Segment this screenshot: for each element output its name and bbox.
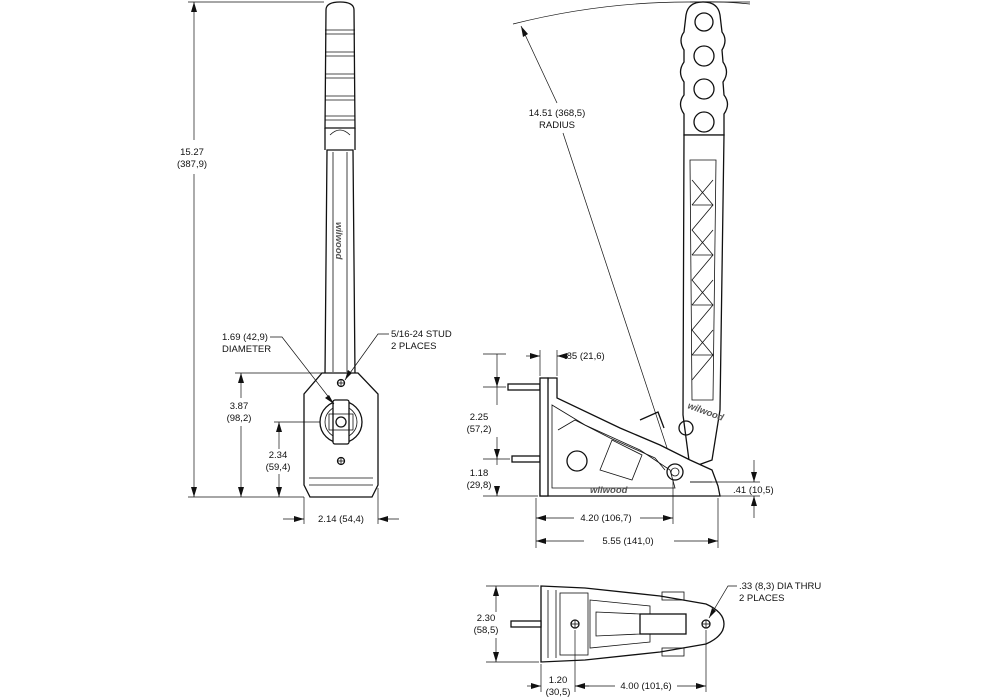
diameter-value: 1.69 (42,9) xyxy=(222,332,268,343)
side-pivot xyxy=(666,463,684,481)
top-stud xyxy=(510,620,542,628)
grip-hole-4 xyxy=(693,111,715,133)
front-shaft xyxy=(324,149,356,376)
side-stud-upper xyxy=(507,383,541,391)
grip-hole-2 xyxy=(693,45,715,67)
base-width-label: 2.14 (54,4) xyxy=(318,514,364,525)
base-length-label: 5.55 (141,0) xyxy=(602,536,653,547)
front-stud-hole-top xyxy=(336,378,346,388)
top-base-body xyxy=(540,585,725,663)
radius-label: RADIUS xyxy=(539,120,575,131)
stud-label: 2 PLACES xyxy=(391,341,436,352)
side-handle-grip xyxy=(679,1,729,136)
grip-hole-1 xyxy=(694,12,714,32)
top-width-metric: (58,5) xyxy=(474,625,499,636)
hole-dia-value: .33 (8,3) DIA THRU xyxy=(739,581,821,592)
front-wilwood-logo: wilwood xyxy=(333,222,344,260)
side-base-hole xyxy=(566,450,588,472)
radius-arc xyxy=(512,1,750,25)
pivot-height-metric: (59,4) xyxy=(266,462,291,473)
pivot-height-imperial: 2.34 xyxy=(269,450,288,461)
front-pivot-bolt xyxy=(335,416,347,428)
pivot-distance-label: 4.20 (106,7) xyxy=(580,513,631,524)
hole-dia-label: 2 PLACES xyxy=(739,593,784,604)
overall-height-imperial: 15.27 xyxy=(180,147,204,158)
stud-height-imperial: 1.18 xyxy=(470,468,489,479)
side-view: 14.51 (368,5) RADIUS wilwood wilwood xyxy=(467,1,774,548)
stud-spacing-metric: (57,2) xyxy=(467,424,492,435)
stud-value: 5/16-24 STUD xyxy=(391,329,452,340)
side-stud-lower xyxy=(511,455,541,463)
pivot-rise-label: .41 (10,5) xyxy=(733,485,774,496)
side-lever-arm xyxy=(682,134,725,469)
diameter-label: DIAMETER xyxy=(222,344,271,355)
top-hole-spacing-label: 4.00 (101,6) xyxy=(620,681,671,692)
top-stud-offset-metric: (30,5) xyxy=(546,687,571,698)
top-width-imperial: 2.30 xyxy=(477,613,496,624)
base-height-imperial: 3.87 xyxy=(230,401,249,412)
base-wilwood-logo: wilwood xyxy=(590,485,628,496)
stud-spacing-imperial: 2.25 xyxy=(470,412,489,423)
front-view: wilwood 15.27 (387,9) 3.87 (98,2) xyxy=(177,1,452,525)
lever-truss xyxy=(691,179,714,381)
top-stud-offset-imperial: 1.20 xyxy=(549,675,568,686)
overall-height-metric: (387,9) xyxy=(177,159,207,170)
base-height-metric: (98,2) xyxy=(227,413,252,424)
grip-ridges xyxy=(325,29,355,121)
stud-height-metric: (29,8) xyxy=(467,480,492,491)
front-handle-grip xyxy=(324,1,356,129)
radius-value: 14.51 (368,5) xyxy=(529,108,586,119)
grip-hole-3 xyxy=(693,78,715,100)
lever-release-button xyxy=(678,420,694,436)
front-stud-hole-bottom xyxy=(336,456,346,466)
top-view: 2.30 (58,5) 1.20 (30,5) 4.00 (101,6) .33… xyxy=(474,581,822,698)
stud-offset-label: .85 (21,6) xyxy=(564,351,605,362)
